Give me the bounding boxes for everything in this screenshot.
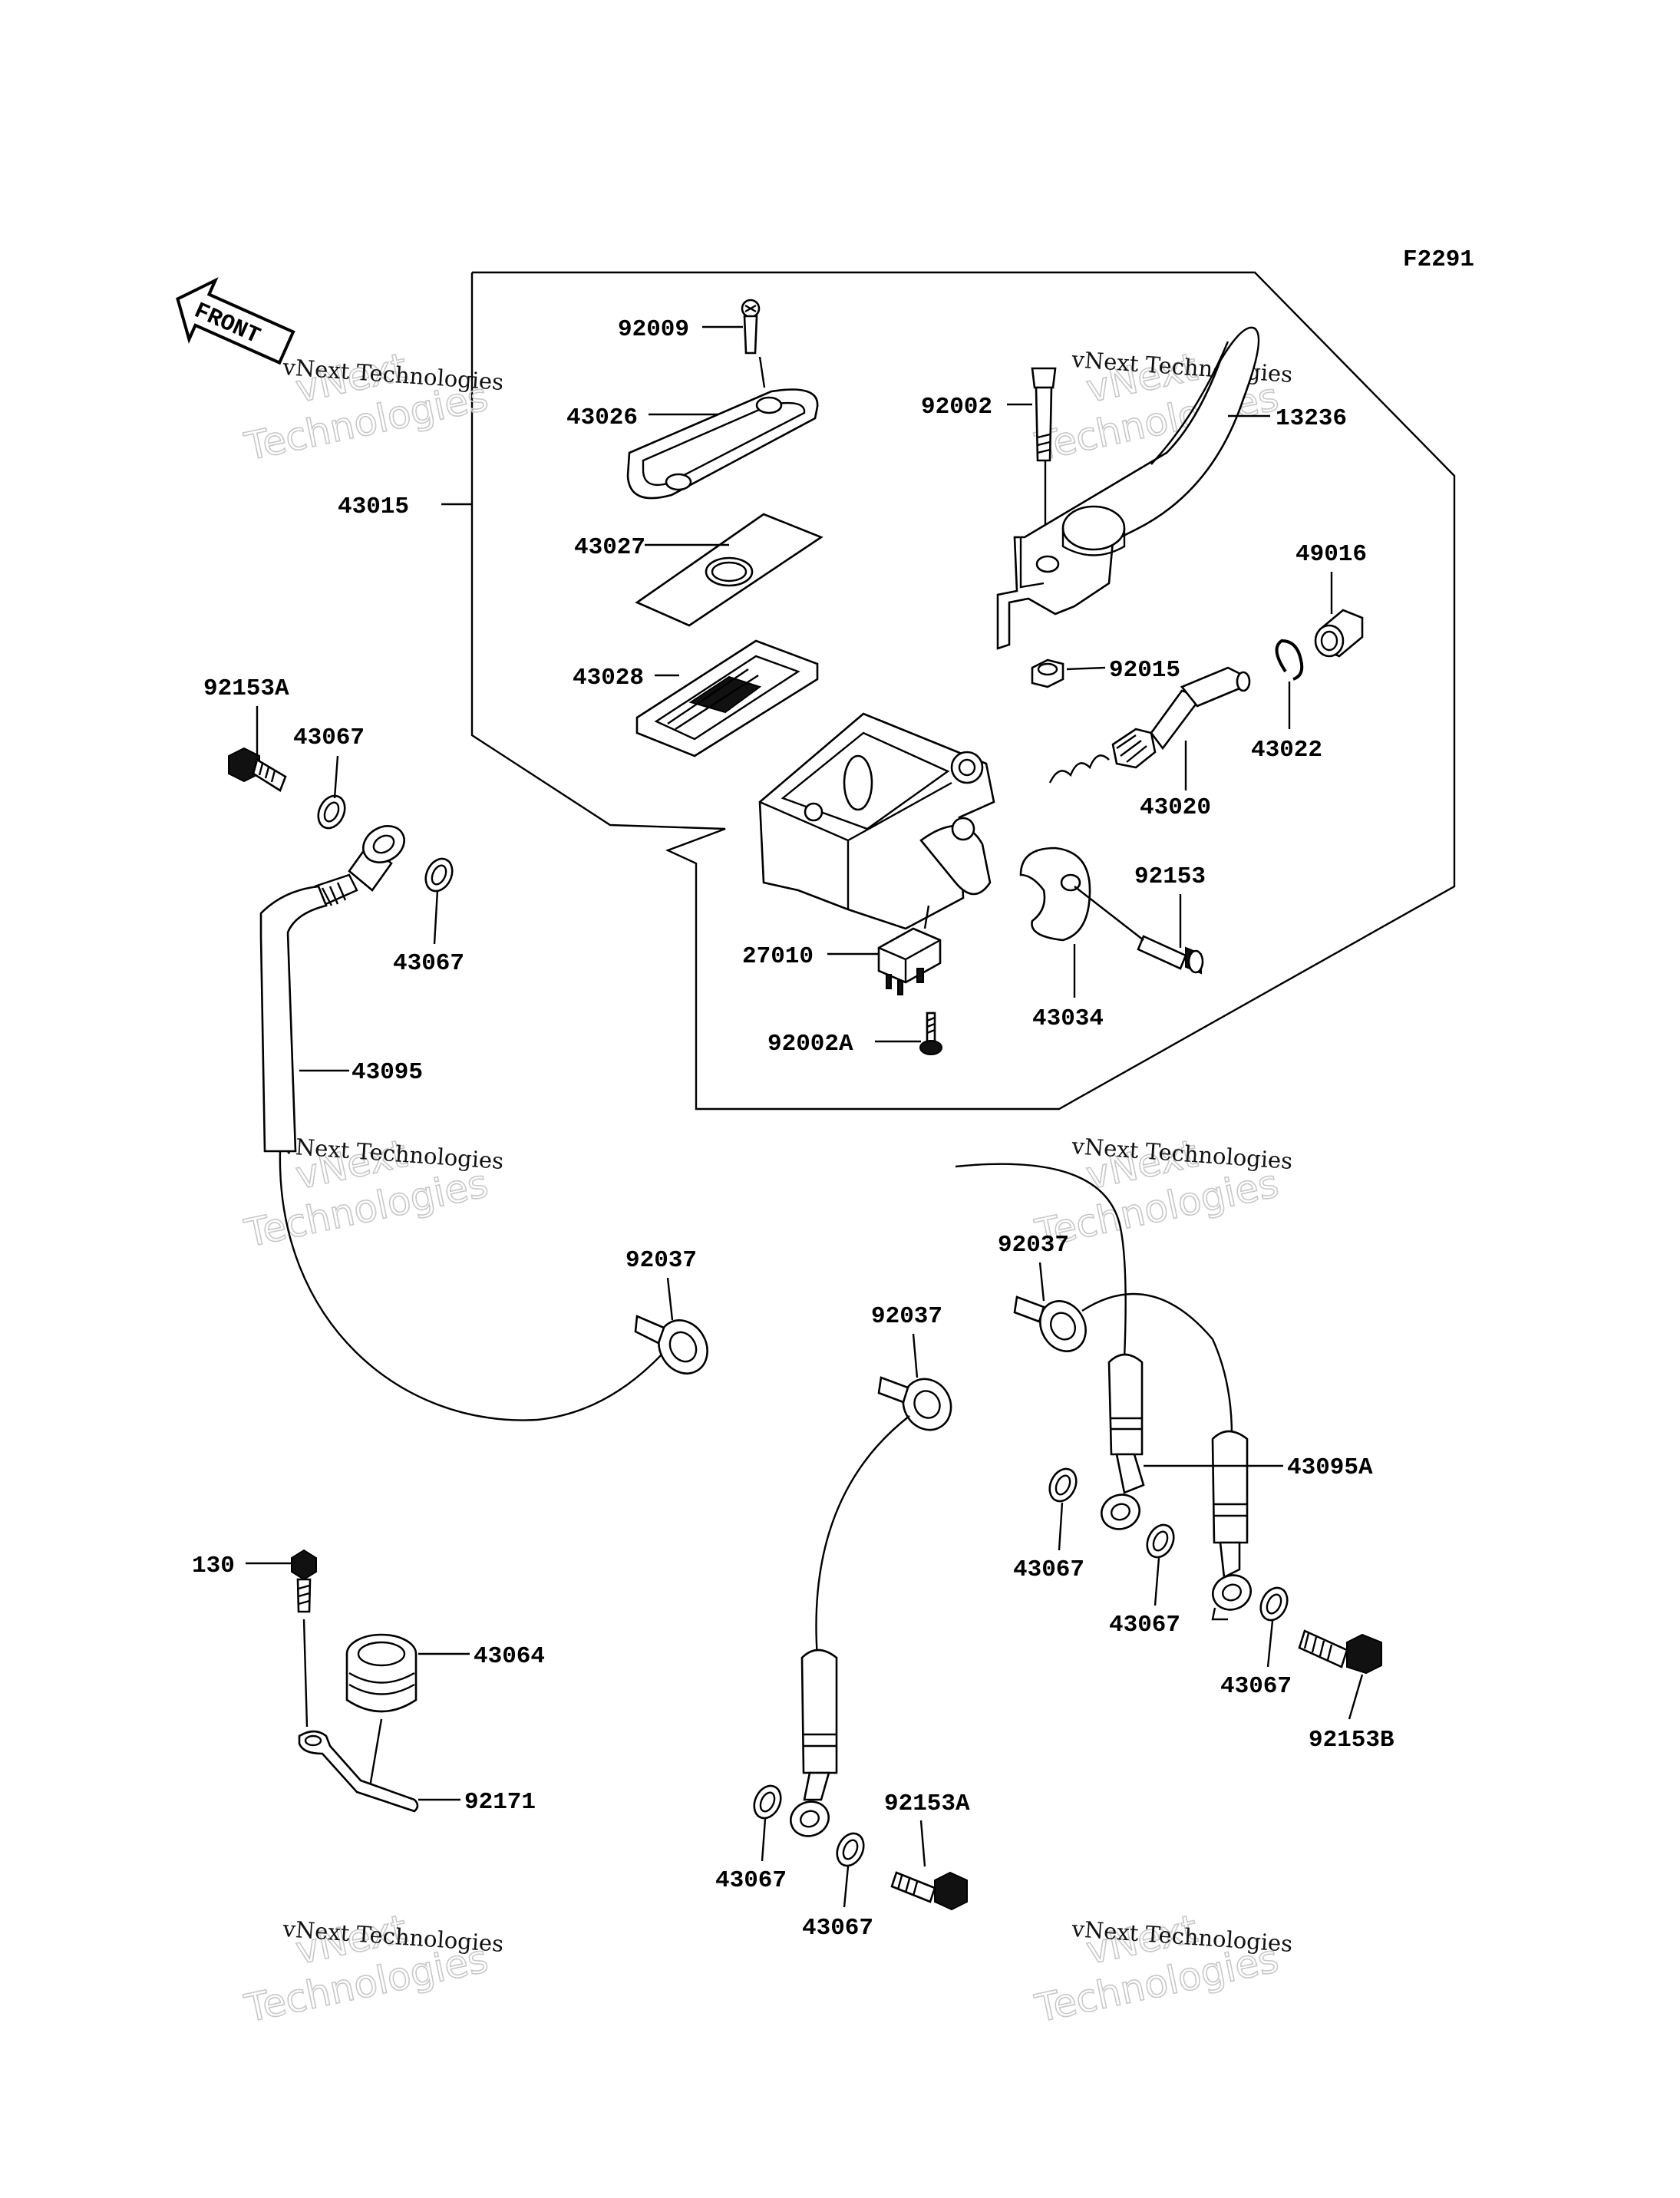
part-92002-pivot-bolt — [1031, 367, 1057, 462]
callout-43067-d: 43067 — [1109, 1612, 1180, 1639]
callout-43095A: 43095A — [1287, 1454, 1373, 1481]
part-43028-diaphragm — [635, 639, 819, 757]
part-92153-bolt — [1137, 935, 1204, 975]
part-43067-washer-d — [1146, 1523, 1175, 1559]
callout-43067-b: 43067 — [393, 950, 464, 977]
watermark: vNext Technologies vNext Technologies vN… — [240, 344, 1293, 2031]
callout-92002: 92002 — [921, 394, 992, 421]
part-43034-clamp — [1019, 847, 1091, 942]
part-92037-clamp-c — [877, 1376, 952, 1431]
callout-43067-f: 43067 — [715, 1867, 787, 1894]
callout-92153: 92153 — [1134, 863, 1206, 890]
part-92037-clamp-b — [1013, 1295, 1087, 1352]
callout-43067-c: 43067 — [1013, 1556, 1084, 1583]
callout-43034: 43034 — [1032, 1005, 1104, 1032]
callout-43026: 43026 — [566, 404, 638, 431]
callout-43067-a: 43067 — [293, 724, 365, 751]
front-arrow-icon: FRONT — [176, 277, 295, 365]
guide-130 — [302, 1619, 309, 1728]
part-92015-nut — [1031, 658, 1064, 688]
callout-27010: 27010 — [742, 943, 814, 970]
part-92153A-bottom-bolt — [890, 1871, 968, 1911]
part-43067-washer-b — [424, 857, 454, 893]
part-43026-cover — [626, 388, 819, 500]
callout-43095: 43095 — [352, 1059, 423, 1086]
leader-lines — [246, 325, 1364, 1908]
guide-92153 — [1074, 886, 1144, 941]
part-13236-lever — [996, 326, 1260, 650]
callout-92153A-top: 92153A — [203, 675, 289, 702]
part-43067-washer-g — [836, 1832, 865, 1867]
part-92171-clip — [298, 1730, 419, 1813]
part-master-cylinder-body — [758, 712, 995, 930]
callout-43027: 43027 — [574, 534, 645, 561]
part-43067-washer-f — [753, 1784, 782, 1820]
callout-43067-g: 43067 — [802, 1915, 873, 1942]
assembly-outline — [470, 271, 1456, 1111]
callout-92037-c: 92037 — [871, 1303, 942, 1330]
part-130-bolt — [291, 1549, 317, 1613]
callout-43022: 43022 — [1251, 737, 1322, 764]
part-43095A-hose — [955, 1163, 1252, 1621]
part-43027-plate — [635, 513, 823, 627]
part-43067-washer-c — [1048, 1467, 1078, 1503]
callout-92002A: 92002A — [767, 1031, 853, 1058]
part-43067-washer-e — [1259, 1586, 1289, 1622]
part-49016-boot — [1314, 609, 1364, 658]
callout-92037-a: 92037 — [625, 1247, 697, 1274]
part-92002A-screw — [919, 1012, 942, 1055]
callout-43067-e: 43067 — [1220, 1673, 1292, 1700]
callout-130: 130 — [192, 1553, 235, 1579]
part-43020-piston — [1048, 666, 1251, 784]
part-92153A-top-bolt — [228, 747, 287, 792]
part-43095-hose — [259, 825, 676, 1421]
part-92037-clamp-a — [634, 1315, 708, 1375]
guide-27010 — [923, 905, 930, 929]
callout-49016: 49016 — [1295, 541, 1367, 568]
callout-92015: 92015 — [1109, 657, 1180, 684]
part-lower-hose — [790, 1415, 910, 1837]
callout-43064: 43064 — [474, 1643, 545, 1670]
callout-43015: 43015 — [338, 493, 409, 520]
part-92153B-bolt — [1298, 1629, 1382, 1675]
figure-code: F2291 — [1403, 246, 1474, 273]
part-43067-washer-a — [317, 794, 346, 830]
part-92009-screw — [741, 299, 761, 355]
callout-92153A-bottom: 92153A — [884, 1790, 970, 1817]
part-43064-grommet — [345, 1633, 418, 1713]
callout-92009: 92009 — [618, 316, 689, 343]
callout-13236: 13236 — [1276, 405, 1347, 432]
guide-92009 — [758, 356, 766, 388]
callout-92037-b: 92037 — [998, 1232, 1069, 1259]
callout-labels: 92009 43026 43015 43027 43028 92002 1323… — [192, 316, 1394, 1942]
callout-43020: 43020 — [1140, 794, 1211, 821]
callout-92153B: 92153B — [1309, 1727, 1394, 1754]
callout-92171: 92171 — [464, 1789, 536, 1816]
callout-43028: 43028 — [573, 665, 644, 691]
part-43022-circlip — [1275, 639, 1304, 681]
part-27010-switch — [877, 927, 942, 995]
